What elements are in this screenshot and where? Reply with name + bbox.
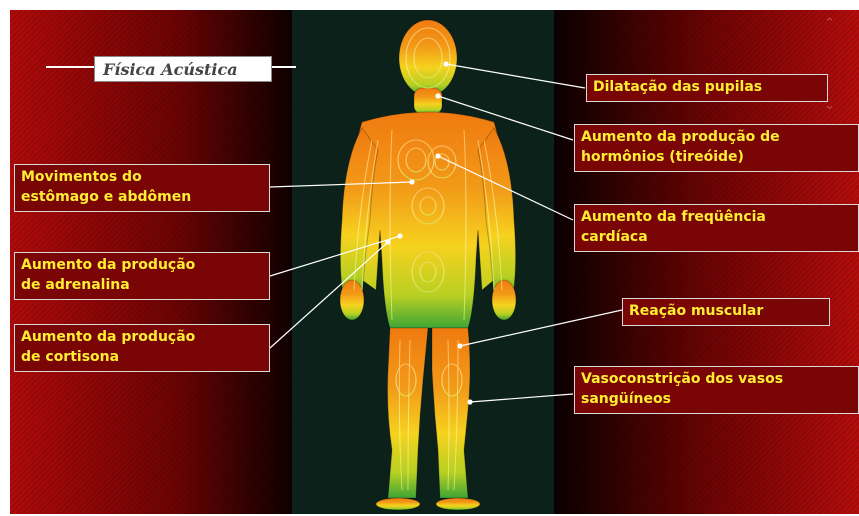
callout-muscle: Reação muscular [622,298,830,326]
slide: Física Acústica Dilatação das pupilas Au… [10,10,859,514]
callout-heart: Aumento da freqüência cardíaca [574,204,859,252]
callout-pupils: Dilatação das pupilas [586,74,828,102]
up-chevron-icon[interactable]: ⌃ [824,16,835,31]
down-chevron-icon[interactable]: ⌄ [824,98,835,113]
slide-title: Física Acústica [94,56,272,82]
callout-adrenaline: Aumento da produção de adrenalina [14,252,270,300]
human-body-illustration [292,10,554,514]
callout-hormones: Aumento da produção de hormônios (tireói… [574,124,859,172]
callout-vasoconstriction: Vasoconstrição dos vasos sangüíneos [574,366,859,414]
callout-stomach: Movimentos do estômago e abdômen [14,164,270,212]
callout-cortisone: Aumento da produção de cortisona [14,324,270,372]
